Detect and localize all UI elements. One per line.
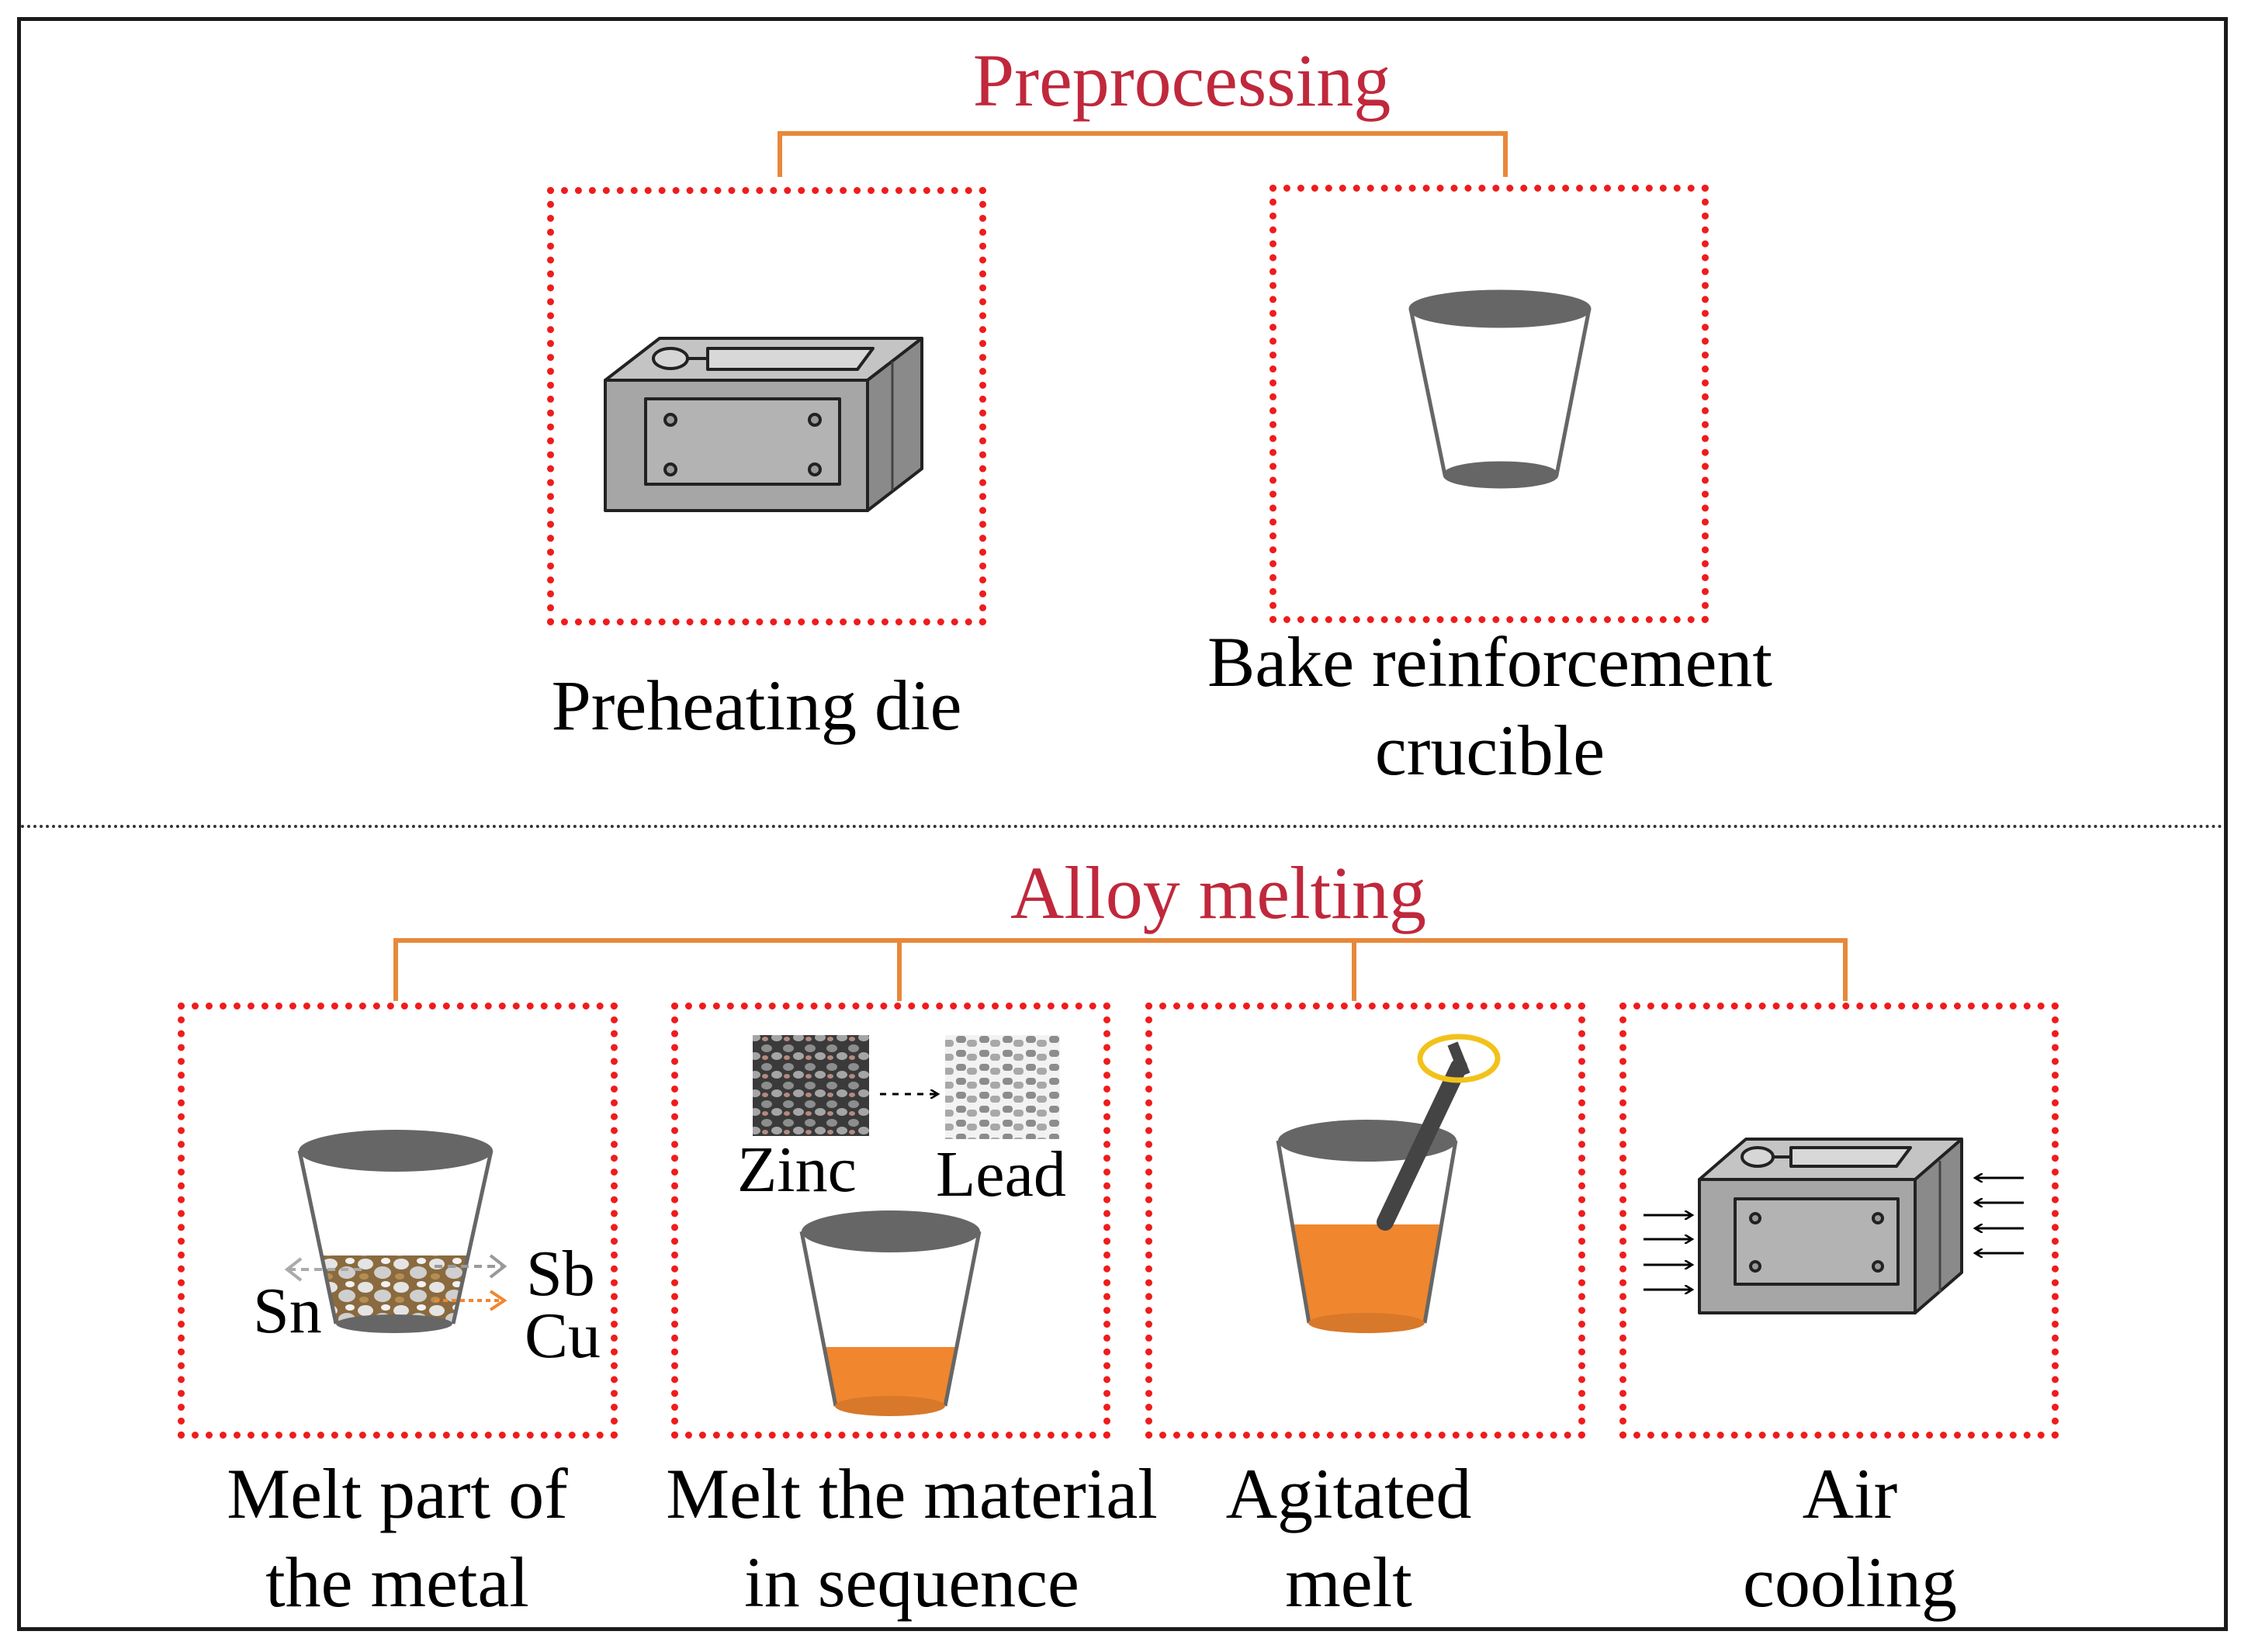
- section-divider: [21, 825, 2224, 828]
- element-label-lead: Lead: [936, 1138, 1066, 1210]
- step-label-line: crucible: [1374, 711, 1605, 790]
- step-box-melt-part: [178, 1003, 618, 1439]
- step-label-bake-crucible: Bake reinforcement crucible: [1207, 618, 1772, 795]
- step-label-air-cooling: Air cooling: [1743, 1449, 1957, 1626]
- alloy-melting-title: Alloy melting: [1010, 851, 1426, 934]
- step-box-air-cooling: [1619, 1003, 2059, 1439]
- outer-frame: [17, 17, 2228, 1631]
- step-label-line: Air: [1802, 1454, 1898, 1533]
- step-label-melt-sequence: Melt the material in sequence: [666, 1449, 1158, 1626]
- step-box-bake-crucible: [1269, 185, 1709, 623]
- airflow-arrows-right: [1976, 1178, 2024, 1253]
- element-label-zinc: Zinc: [737, 1134, 857, 1206]
- step-label-line: Agitated: [1225, 1454, 1472, 1533]
- lead-pellets-image: [945, 1035, 1060, 1139]
- alloy-melting-bracket: [393, 938, 1848, 1001]
- preprocessing-title: Preprocessing: [972, 39, 1391, 122]
- crucible-metals-icon: [284, 1130, 507, 1333]
- step-label-preheating-die: Preheating die: [552, 661, 962, 750]
- die-mold-icon: [604, 337, 923, 512]
- element-label-cu: Cu: [525, 1300, 601, 1372]
- step-label-line: Preheating die: [551, 666, 962, 745]
- step-label-agitated-melt: Agitated melt: [1226, 1449, 1472, 1626]
- step-label-line: Melt the material: [666, 1454, 1158, 1533]
- stirring-crucible-icon: [1276, 1034, 1501, 1333]
- step-label-line: in sequence: [744, 1543, 1079, 1622]
- crucible-icon: [1408, 289, 1592, 489]
- crucible-melt-icon: [799, 1210, 982, 1416]
- step-box-preheating-die: [547, 187, 986, 625]
- element-label-sn: Sn: [253, 1275, 322, 1347]
- element-label-sb: Sb: [526, 1238, 595, 1310]
- step-label-line: Melt part of: [227, 1454, 568, 1533]
- step-label-line: melt: [1285, 1543, 1412, 1622]
- airflow-arrows-left: [1644, 1215, 1692, 1290]
- step-box-agitated-melt: [1145, 1003, 1585, 1439]
- step-box-melt-sequence: [671, 1003, 1110, 1439]
- step-label-line: Bake reinforcement: [1207, 622, 1772, 701]
- step-label-line: the metal: [265, 1543, 529, 1622]
- zinc-granules-image: [753, 1035, 869, 1136]
- step-label-line: cooling: [1743, 1543, 1957, 1622]
- step-label-melt-part: Melt part of the metal: [227, 1449, 567, 1626]
- air-cooling-die-icon: [1698, 1138, 1963, 1314]
- preprocessing-bracket: [778, 131, 1508, 177]
